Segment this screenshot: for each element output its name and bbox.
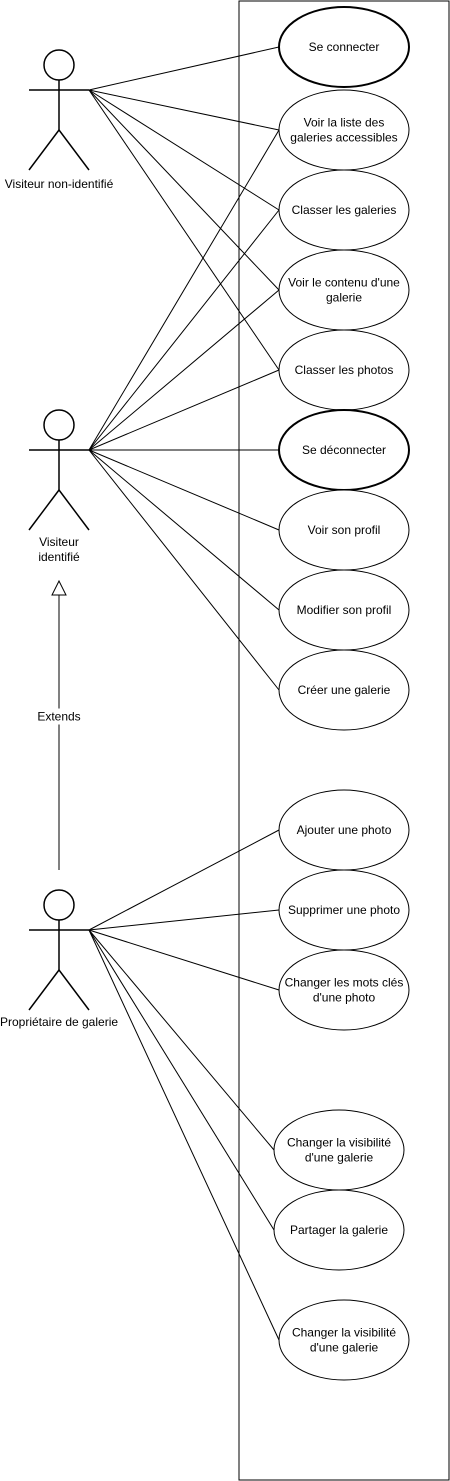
actor-right-leg	[58, 489, 90, 531]
actor-label: identifié	[38, 550, 80, 564]
association-line-owner-uc13	[88, 929, 275, 1151]
use-case-uc1[interactable]: Se connecter	[278, 6, 410, 88]
use-case-label: Partager la galerie	[290, 1223, 388, 1237]
use-case-uc5[interactable]: Classer les photos	[278, 329, 410, 411]
association-line-owner-uc10	[88, 829, 280, 931]
actor-head	[43, 409, 75, 441]
use-case-ellipse[interactable]	[278, 949, 410, 1031]
association-line-anon-uc4	[88, 89, 280, 291]
association-line-anon-uc2	[88, 89, 280, 131]
actor-head	[43, 889, 75, 921]
association-line-ident-uc9	[88, 449, 280, 691]
actor-label: Visiteur	[39, 535, 79, 549]
use-case-label: Voir le contenu d'une	[288, 276, 400, 290]
use-case-uc8[interactable]: Modifier son profil	[278, 569, 410, 651]
use-case-label: d'une galerie	[310, 1341, 379, 1355]
actors: Visiteur non-identifiéVisiteuridentifiéP…	[0, 49, 118, 1029]
association-line-ident-uc5	[88, 369, 280, 451]
use-case-uc6[interactable]: Se déconnecter	[278, 409, 410, 491]
actor-right-leg	[58, 129, 90, 171]
actor-label: Visiteur non-identifié	[5, 177, 114, 191]
generalization: Extends	[37, 579, 81, 870]
generalization-label: Extends	[37, 710, 80, 724]
actor-head	[43, 49, 75, 81]
use-case-label: Ajouter une photo	[297, 823, 392, 837]
use-case-label: Classer les galeries	[292, 203, 397, 217]
use-case-uc7[interactable]: Voir son profil	[278, 489, 410, 571]
actor-anon: Visiteur non-identifié	[5, 49, 114, 191]
actor-owner: Propriétaire de galerie	[0, 889, 118, 1029]
generalization-label-bg	[37, 708, 81, 725]
use-case-ellipse[interactable]	[278, 649, 410, 731]
use-case-label: d'une photo	[313, 991, 376, 1005]
actor-left-leg	[28, 129, 60, 171]
use-case-label: Se déconnecter	[302, 443, 386, 457]
association-line-ident-uc8	[88, 449, 280, 611]
use-case-uc9[interactable]: Créer une galerie	[278, 649, 410, 731]
association-line-owner-uc14	[88, 929, 275, 1231]
use-case-label: Voir son profil	[308, 523, 381, 537]
association-line-owner-uc11	[88, 909, 280, 931]
association-line-ident-uc4	[88, 289, 280, 451]
use-case-label: Voir la liste des	[304, 116, 385, 130]
use-case-label: Changer les mots clés	[285, 976, 404, 990]
use-case-uc10[interactable]: Ajouter une photo	[278, 789, 410, 871]
actor-left-leg	[28, 489, 60, 531]
use-case-label: Créer une galerie	[298, 683, 391, 697]
association-line-anon-uc1	[88, 46, 280, 91]
actor-label: Propriétaire de galerie	[0, 1015, 118, 1029]
associations	[88, 46, 280, 1341]
use-case-label: galerie	[326, 291, 362, 305]
use-case-ellipse[interactable]	[278, 1299, 410, 1381]
actor-left-leg	[28, 969, 60, 1011]
use-case-label: Classer les photos	[295, 363, 394, 377]
association-line-ident-uc2	[88, 129, 280, 451]
association-line-anon-uc3	[88, 89, 280, 211]
use-case-label: Changer la visibilité	[287, 1136, 391, 1150]
association-line-anon-uc5	[88, 89, 280, 371]
association-line-owner-uc15	[88, 929, 280, 1341]
use-case-label: d'une galerie	[305, 1151, 374, 1165]
use-case-uc11[interactable]: Supprimer une photo	[278, 869, 410, 951]
generalization-arrowhead	[51, 579, 67, 596]
use-case-label: Se connecter	[309, 40, 380, 54]
association-line-ident-uc3	[88, 209, 280, 451]
use-case-label: Changer la visibilité	[292, 1326, 396, 1340]
association-line-ident-uc7	[88, 449, 280, 531]
use-case-ellipse[interactable]	[278, 6, 410, 88]
use-case-ellipse[interactable]	[273, 1189, 405, 1271]
actor-right-leg	[58, 969, 90, 1011]
association-line-owner-uc12	[88, 929, 280, 991]
use-case-uc3[interactable]: Classer les galeries	[278, 169, 410, 251]
use-case-label: galeries accessibles	[290, 131, 397, 145]
use-case-label: Modifier son profil	[297, 603, 392, 617]
use-case-uc14[interactable]: Partager la galerie	[273, 1189, 405, 1271]
use-case-label: Supprimer une photo	[288, 903, 400, 917]
